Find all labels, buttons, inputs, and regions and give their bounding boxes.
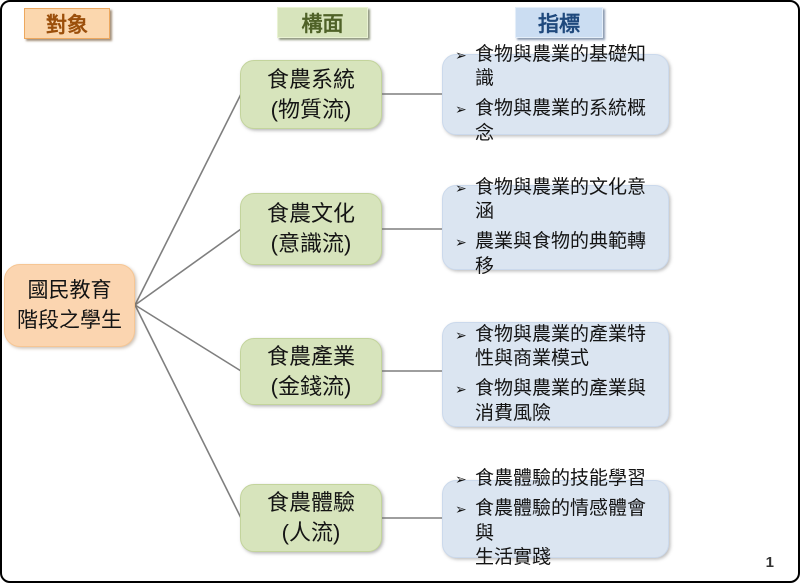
arrow-bullet-icon: ➢ xyxy=(455,46,467,63)
list-item: ➢ 食農體驗的技能學習 xyxy=(451,467,660,492)
dimension-box-industry: 食農產業 (金錢流) xyxy=(240,338,382,405)
arrow-bullet-icon: ➢ xyxy=(455,381,467,397)
list-item: ➢ 食物與農業的基礎知識 xyxy=(451,43,660,92)
indicator-box-system: ➢ 食物與農業的基礎知識 ➢ 食物與農業的系統概念 xyxy=(442,44,669,144)
page-number: 1 xyxy=(765,554,774,571)
arrow-bullet-icon: ➢ xyxy=(455,471,467,488)
list-item: ➢ 食物與農業的文化意涵 xyxy=(451,176,660,225)
list-item: ➢ 農業與食物的典範轉移 xyxy=(451,230,660,279)
indicator-text: 食農體驗的技能學習 xyxy=(475,468,647,490)
indicator-box-culture: ➢ 食物與農業的文化意涵 ➢ 農業與食物的典範轉移 xyxy=(442,177,669,277)
header-subject: 對象 xyxy=(24,8,110,39)
indicator-text: 農業與食物的典範轉移 xyxy=(475,231,647,277)
header-indicator: 指標 xyxy=(515,7,603,38)
arrow-bullet-icon: ➢ xyxy=(455,326,467,343)
arrow-bullet-icon: ➢ xyxy=(455,500,467,517)
indicator-text: 食農體驗的情感體會與 生活實踐 xyxy=(475,497,647,569)
arrow-bullet-icon: ➢ xyxy=(455,179,467,196)
indicator-text: 食物與農業的產業特 性與商業模式 xyxy=(475,323,647,370)
list-item: ➢ 食物與農業的產業與 消費風險 xyxy=(451,377,660,426)
arrow-bullet-icon: ➢ xyxy=(455,101,467,117)
header-dimension: 構面 xyxy=(277,7,368,38)
indicator-text: 食物與農業的文化意涵 xyxy=(475,176,647,223)
subject-box: 國民教育 階段之學生 xyxy=(4,264,135,347)
indicator-text: 食物與農業的系統概念 xyxy=(475,98,647,144)
indicator-text: 食物與農業的產業與 消費風險 xyxy=(475,378,647,424)
indicator-box-industry: ➢ 食物與農業的產業特 性與商業模式 ➢ 食物與農業的產業與 消費風險 xyxy=(442,322,669,427)
list-item: ➢ 食農體驗的情感體會與 生活實踐 xyxy=(451,497,660,571)
dimension-box-system: 食農系統 (物質流) xyxy=(240,60,382,129)
dimension-box-culture: 食農文化 (意識流) xyxy=(240,193,382,265)
list-item: ➢ 食物與農業的系統概念 xyxy=(451,97,660,146)
arrow-bullet-icon: ➢ xyxy=(455,234,467,250)
dimension-box-experience: 食農體驗 (人流) xyxy=(240,484,382,552)
indicator-text: 食物與農業的基礎知識 xyxy=(475,43,647,90)
list-item: ➢ 食物與農業的產業特 性與商業模式 xyxy=(451,323,660,372)
indicator-box-experience: ➢ 食農體驗的技能學習 ➢ 食農體驗的情感體會與 生活實踐 xyxy=(442,468,669,568)
